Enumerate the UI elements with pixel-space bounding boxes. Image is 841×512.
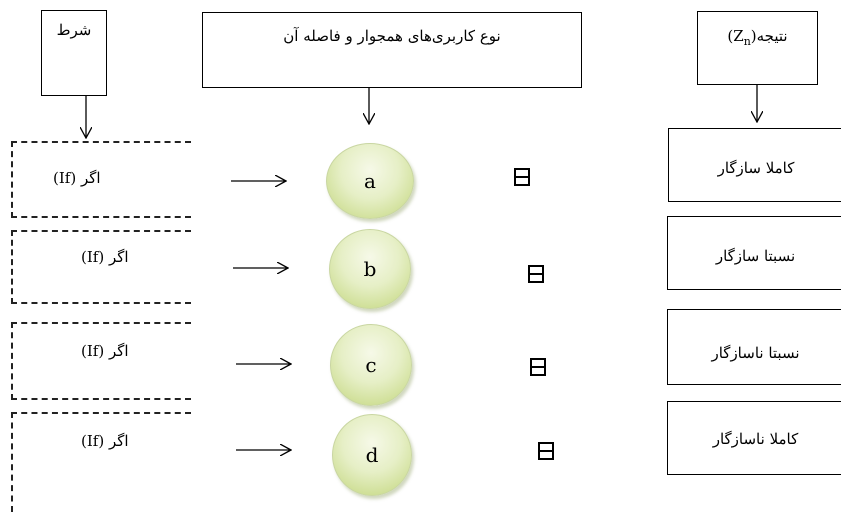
condition-box-c: (If) اگر [11, 322, 191, 400]
condition-label-c: (If) اگر [81, 342, 129, 360]
result-box-a: کاملا سازگار [668, 128, 841, 202]
result-header-sub: n [743, 35, 751, 48]
land-use-circle-c: c [330, 324, 412, 406]
land-use-label-a: a [364, 169, 376, 193]
result-label-a: کاملا سازگار [717, 159, 795, 177]
land-use-circle-d: d [332, 414, 412, 496]
connector-arrows [0, 85, 841, 498]
equivalence-icon [528, 265, 544, 283]
result-label-c: نسبتا ناسازگار [711, 344, 800, 362]
condition-label-b: (If) اگر [81, 248, 129, 266]
land-use-header-box: نوع کاربری‌های همجوار و فاصله آن [202, 12, 582, 88]
condition-label-a: (If) اگر [53, 169, 101, 187]
result-box-b: نسبتا سازگار [667, 216, 841, 290]
land-use-circle-b: b [329, 229, 411, 309]
result-header-label: (Zn)نتیجه [698, 27, 817, 48]
condition-box-a: (If) اگر [11, 141, 191, 218]
result-header-var: (Z [727, 27, 744, 45]
equivalence-icon [514, 168, 530, 186]
land-use-label-b: b [363, 257, 377, 281]
result-box-d: کاملا ناسازگار [667, 401, 841, 475]
land-use-label-c: c [365, 353, 377, 377]
result-header-close: ) [750, 27, 757, 45]
result-label-d: کاملا ناسازگار [712, 430, 799, 448]
result-box-c: نسبتا ناسازگار [667, 309, 841, 385]
condition-box-b: (If) اگر [11, 230, 191, 304]
result-header-box: (Zn)نتیجه [697, 11, 818, 85]
condition-header-label: شرط [56, 21, 92, 39]
condition-box-d: (If) اگر [11, 412, 191, 512]
result-header-prefix: نتیجه [756, 27, 788, 45]
equivalence-icon [538, 442, 554, 460]
equivalence-icon [530, 358, 546, 376]
result-label-b: نسبتا سازگار [715, 247, 796, 265]
land-use-label-d: d [365, 443, 379, 467]
condition-label-d: (If) اگر [81, 432, 129, 450]
land-use-circle-a: a [326, 143, 414, 219]
land-use-header-label: نوع کاربری‌های همجوار و فاصله آن [283, 27, 501, 45]
condition-header-box: شرط [41, 10, 107, 96]
